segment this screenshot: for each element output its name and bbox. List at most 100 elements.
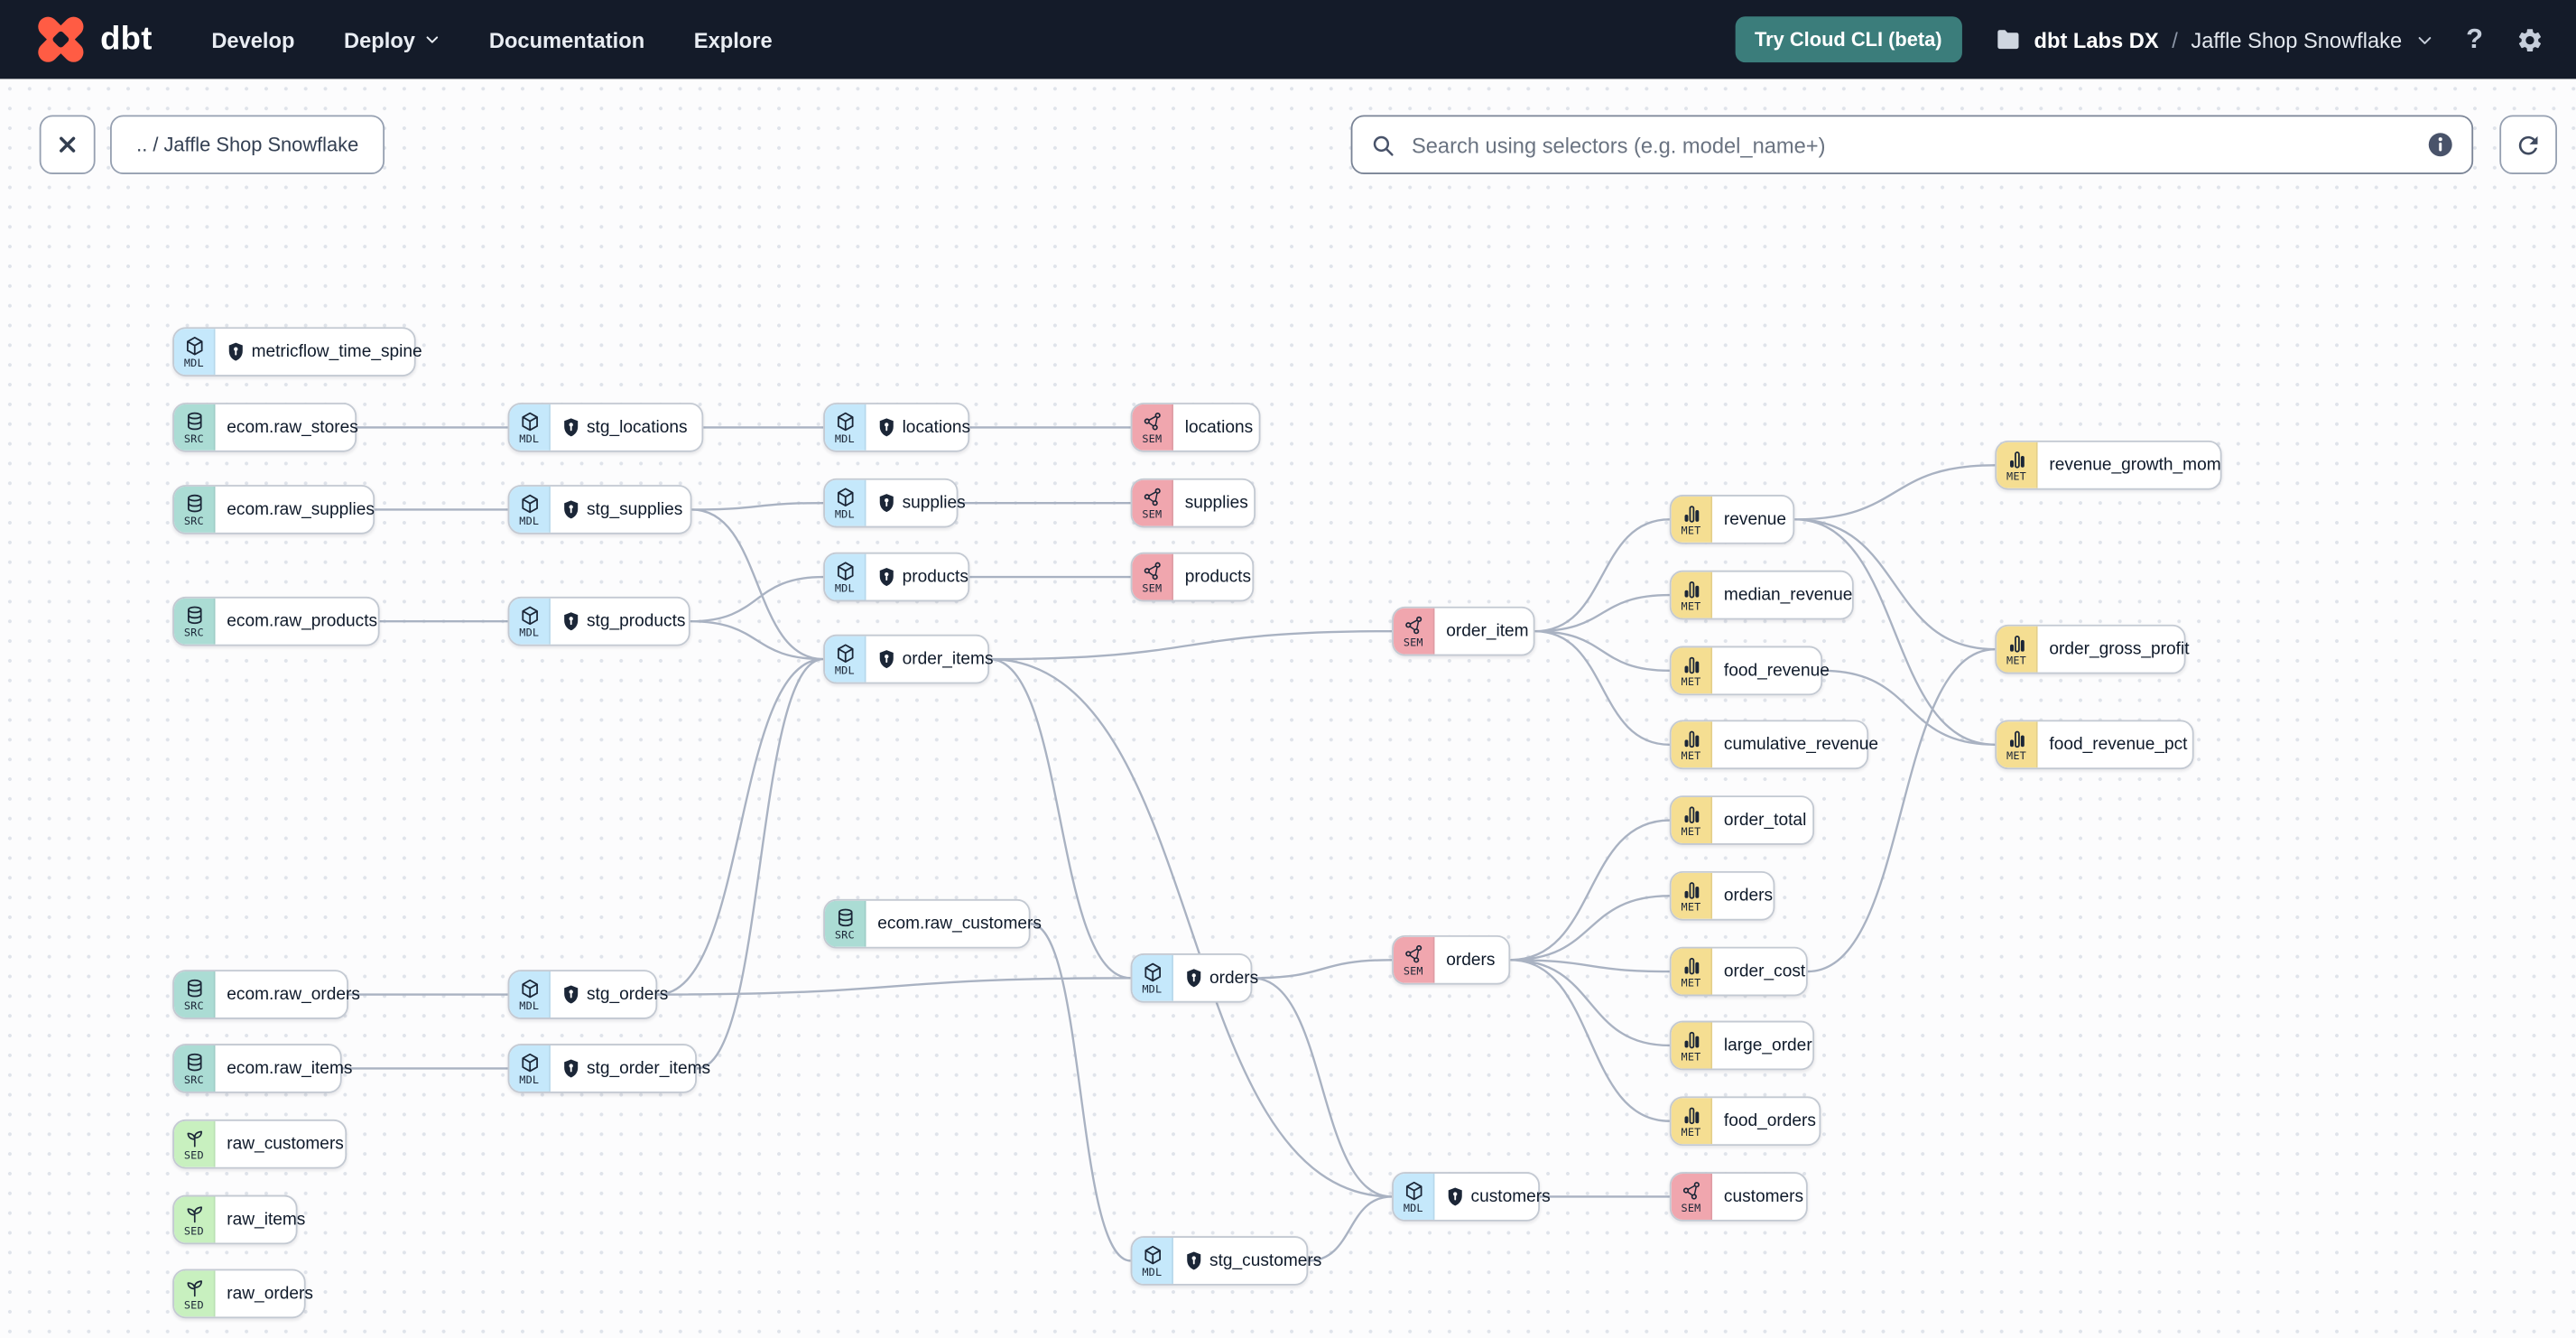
search-input[interactable] — [1408, 130, 2426, 159]
node-label: order_item — [1446, 621, 1529, 642]
nav-item-deploy[interactable]: Deploy — [344, 27, 440, 51]
node-label: stg_customers — [1209, 1250, 1322, 1271]
model-icon: MDL — [173, 329, 216, 376]
node-body: revenue_growth_mom — [2038, 442, 2235, 488]
metric-icon: MET — [1671, 571, 1713, 618]
try-cloud-cli-button[interactable]: Try Cloud CLI (beta) — [1735, 16, 1962, 63]
semantic-model-icon: SEM — [1132, 553, 1173, 600]
metric-icon: MET — [1671, 1022, 1713, 1069]
semantic-model-icon: SEM — [1393, 608, 1435, 655]
model-icon: MDL — [1132, 1237, 1173, 1284]
node-label: stg_supplies — [586, 499, 683, 520]
brand[interactable]: dbt — [33, 13, 153, 67]
shield-icon — [564, 612, 579, 631]
node-label: order_gross_profit — [2049, 639, 2190, 660]
model-icon: MDL — [824, 553, 866, 600]
shield-icon — [564, 418, 579, 437]
shield-icon — [1187, 1251, 1201, 1270]
semantic-model-icon: SEM — [1132, 404, 1173, 451]
node-label: order_items — [902, 649, 994, 670]
metric-icon: MET — [1671, 496, 1713, 543]
account-switcher[interactable]: dbt Labs DX / Jaffle Shop Snowflake — [1995, 27, 2433, 51]
node-body: orders — [1712, 873, 1786, 919]
node-label: ecom.raw_products — [227, 611, 378, 632]
node-body: stg_products — [551, 599, 699, 645]
source-icon: SRC — [173, 1045, 216, 1092]
node-label: order_total — [1723, 810, 1807, 831]
node-body: metricflow_time_spine — [216, 329, 436, 375]
nav-item-explore[interactable]: Explore — [693, 27, 773, 52]
node-label: ecom.raw_orders — [227, 984, 360, 1005]
info-icon[interactable] — [2425, 130, 2455, 160]
node-label: median_revenue — [1723, 585, 1853, 606]
node-body: ecom.raw_stores — [216, 404, 372, 451]
model-icon: MDL — [509, 404, 551, 451]
shield-icon — [1448, 1187, 1462, 1206]
metric-icon: MET — [1997, 441, 2038, 488]
graph-node-median_revenue[interactable]: MET median_revenue — [1669, 570, 1854, 620]
node-label: customers — [1723, 1186, 1804, 1207]
lineage-canvas[interactable] — [0, 79, 2576, 1338]
node-body: products — [866, 554, 982, 600]
model-icon: MDL — [509, 971, 551, 1018]
graph-node-order_cost[interactable]: MET order_cost — [1669, 946, 1808, 997]
close-lineage-button[interactable] — [39, 115, 96, 174]
node-body: stg_customers — [1173, 1238, 1335, 1284]
search-icon — [1373, 135, 1394, 155]
settings-gear-icon[interactable] — [2516, 25, 2544, 53]
node-body: revenue — [1712, 497, 1799, 543]
close-icon — [60, 136, 76, 153]
graph-node-stg_customers[interactable]: MDL stg_customers — [1130, 1236, 1321, 1286]
node-label: ecom.raw_customers — [877, 914, 1042, 934]
graph-node-order_item[interactable]: SEM order_item — [1392, 606, 1535, 656]
node-body: raw_items — [216, 1196, 319, 1242]
seed-icon: SED — [173, 1120, 216, 1167]
node-label: order_cost — [1723, 962, 1806, 981]
refresh-icon — [2518, 135, 2538, 154]
help-icon[interactable]: ? — [2466, 23, 2484, 55]
refresh-lineage-button[interactable] — [2499, 115, 2558, 174]
metric-icon: MET — [1671, 948, 1713, 995]
node-body: food_revenue_pct — [2038, 721, 2201, 767]
lineage-breadcrumb[interactable]: .. / Jaffle Shop Snowflake — [109, 115, 385, 174]
model-icon: MDL — [509, 1045, 551, 1092]
nav-item-develop[interactable]: Develop — [211, 27, 295, 52]
nav-item-documentation[interactable]: Documentation — [488, 27, 645, 52]
